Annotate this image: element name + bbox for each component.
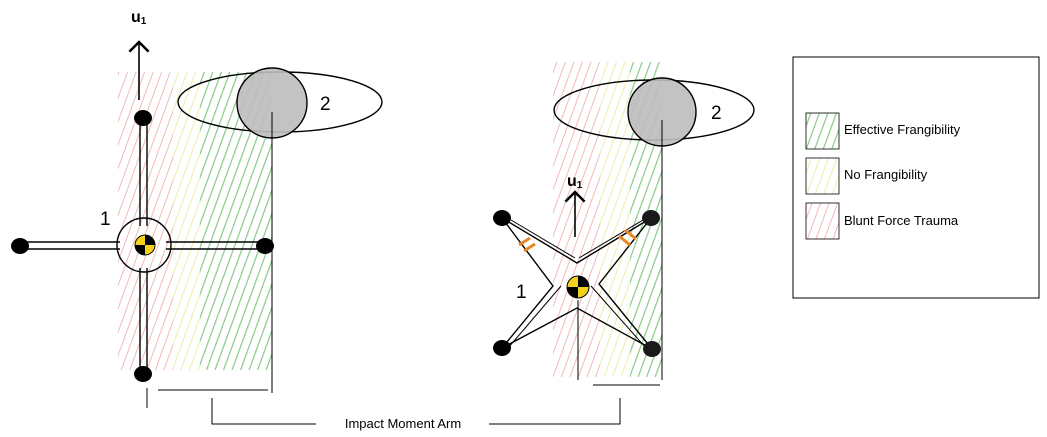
left-direction-label: u1 (131, 9, 147, 27)
legend-item-no-frangibility: No Frangibility (805, 157, 928, 195)
right-arm-inner-2 (578, 219, 644, 259)
right-orange-mark-2 (523, 242, 536, 253)
legend-label-blunt: Blunt Force Trauma (844, 213, 959, 228)
legend-item-blunt-force-trauma: Blunt Force Trauma (805, 202, 959, 240)
left-rotor-right (256, 238, 274, 254)
right-diagram: 2 u1 1 (493, 62, 755, 386)
right-rotor-bottom-right (643, 341, 661, 357)
right-orange-mark-1 (518, 236, 531, 247)
moment-arm-label: Impact Moment Arm (345, 416, 461, 431)
right-arm-inner-4 (590, 285, 647, 349)
right-direction-label: u1 (567, 173, 583, 191)
left-crash-target-icon (134, 234, 156, 256)
right-rotor-bottom-left (493, 340, 511, 356)
right-arm-inner-3 (507, 285, 562, 349)
left-rotor-left (11, 238, 29, 254)
legend-label-no: No Frangibility (844, 167, 928, 182)
left-object-label: 2 (320, 94, 331, 115)
left-rotor-bottom (134, 366, 152, 382)
right-orange-mark-3 (618, 234, 631, 247)
right-arm-inner-1 (510, 219, 576, 259)
left-diagram: u1 2 1 (11, 9, 383, 408)
right-rotor-top-right (642, 210, 660, 226)
legend: Effective Frangibility No Frangibility B… (792, 56, 1040, 299)
right-red-zone (553, 62, 600, 377)
right-crash-target-icon (566, 275, 590, 299)
left-yellow-zone (173, 72, 200, 370)
right-rotor-top-left (493, 210, 511, 226)
right-object-label: 2 (711, 103, 722, 124)
legend-item-effective-frangibility: Effective Frangibility (805, 112, 961, 150)
left-drone-label: 1 (100, 209, 111, 230)
right-orange-mark-4 (624, 228, 637, 241)
left-rotor-top (134, 110, 152, 126)
right-drone-label: 1 (516, 282, 527, 303)
legend-label-effective: Effective Frangibility (844, 122, 961, 137)
left-drone-body (116, 217, 172, 273)
moment-arm-connector: Impact Moment Arm (211, 398, 621, 431)
right-yellow-zone (600, 62, 630, 377)
